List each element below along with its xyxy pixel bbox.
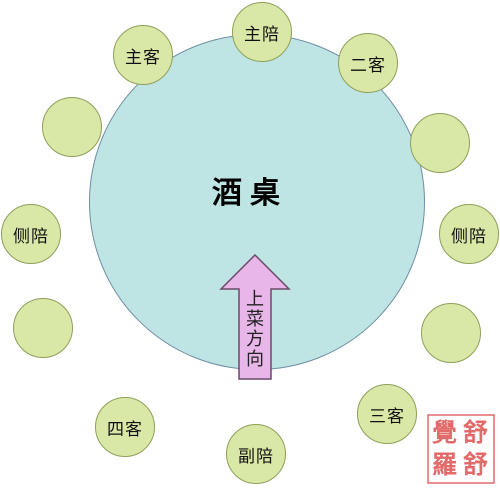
seat-empty-left-lower <box>13 298 73 358</box>
table-label: 酒桌 <box>212 176 288 211</box>
serving-direction-char: 菜 <box>246 309 264 330</box>
seat-deputy-host: 副陪 <box>226 424 286 484</box>
serving-direction-label: 上菜方向 <box>242 290 268 370</box>
seal-stamp: 舒 覺 舒 羅 <box>427 414 495 484</box>
serving-direction-text: 上菜方向 <box>242 290 268 370</box>
serving-direction-arrow <box>219 253 291 380</box>
seat-empty-left-upper <box>42 97 102 157</box>
seat-side-host-right: 侧陪 <box>439 204 499 264</box>
seal-border <box>427 414 495 484</box>
seal-char: 覺 <box>432 418 458 447</box>
serving-direction-char: 方 <box>246 329 264 350</box>
seat-fourth-guest: 四客 <box>95 397 155 457</box>
seat-empty-right-lower <box>421 303 481 363</box>
seal-char: 舒 <box>463 418 489 447</box>
seat-second-guest: 二客 <box>338 33 398 93</box>
seat-empty-upper-right <box>410 113 470 173</box>
seat-main-guest: 主客 <box>113 25 173 85</box>
seal-char: 羅 <box>432 450 458 479</box>
seal-char: 舒 <box>463 450 489 479</box>
seat-third-guest: 三客 <box>357 384 417 444</box>
serving-direction-char: 上 <box>246 289 264 310</box>
serving-direction-char: 向 <box>246 349 264 370</box>
seat-host: 主陪 <box>232 2 292 62</box>
seat-side-host-left: 侧陪 <box>1 204 61 264</box>
